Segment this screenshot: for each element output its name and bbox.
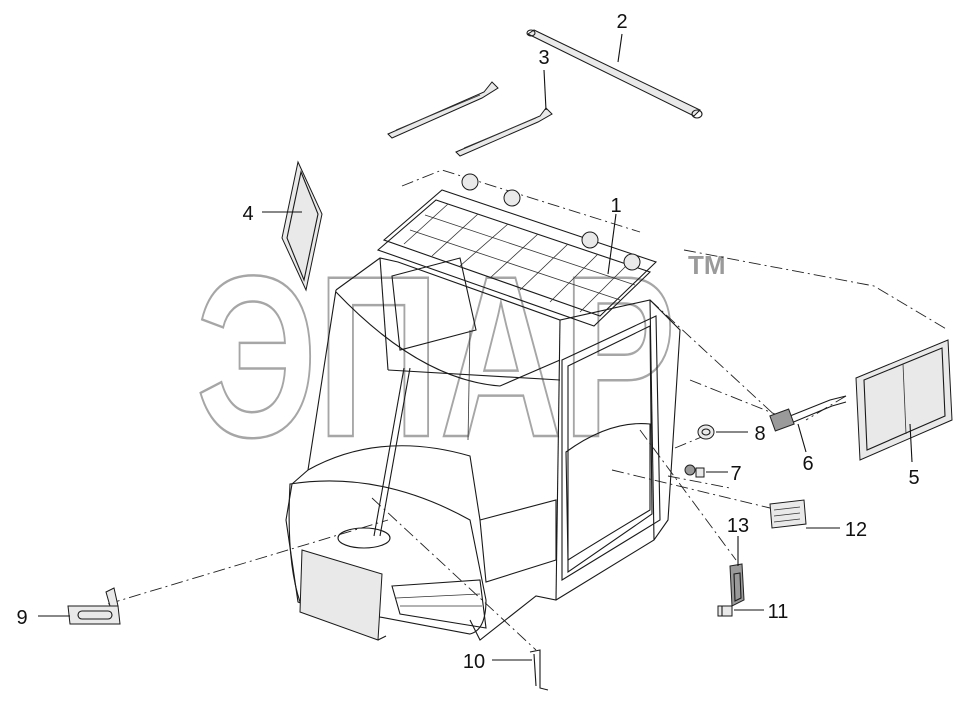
rod-part	[526, 29, 703, 119]
assembly-lines	[107, 169, 949, 651]
callout-6: 6	[802, 453, 813, 475]
callout-13: 13	[727, 515, 749, 537]
wiper-blades-part	[387, 81, 553, 157]
handle-part	[769, 395, 847, 432]
roof-lamps	[461, 173, 641, 271]
callout-12: 12	[845, 519, 867, 541]
grommet-part	[697, 424, 715, 440]
callout-11: 11	[768, 601, 789, 623]
callout-10: 10	[463, 651, 485, 673]
mirror-plate-part	[67, 587, 121, 625]
callout-2: 2	[616, 11, 627, 33]
callout-5: 5	[908, 467, 919, 489]
watermark-tm: TM	[688, 250, 726, 280]
leader-lines	[38, 33, 913, 661]
rear-window-part	[855, 339, 953, 461]
callout-1: 1	[610, 195, 621, 217]
cab-body	[285, 173, 681, 641]
bracket-part-10	[529, 649, 549, 691]
latch-part	[729, 563, 745, 607]
callouts: 2 3 4 1 5 6 8 7 9 10 11 12 13	[16, 11, 919, 673]
callout-3: 3	[538, 47, 549, 69]
callout-8: 8	[754, 423, 765, 445]
callout-4: 4	[242, 203, 253, 225]
clip-part-7	[684, 464, 705, 478]
screw-part-11	[717, 605, 733, 617]
callout-9: 9	[16, 607, 27, 629]
label-plate-part	[769, 499, 807, 529]
watermark-text: ЭПАР	[196, 228, 676, 485]
side-window-part	[281, 160, 323, 292]
callout-7: 7	[730, 463, 741, 485]
